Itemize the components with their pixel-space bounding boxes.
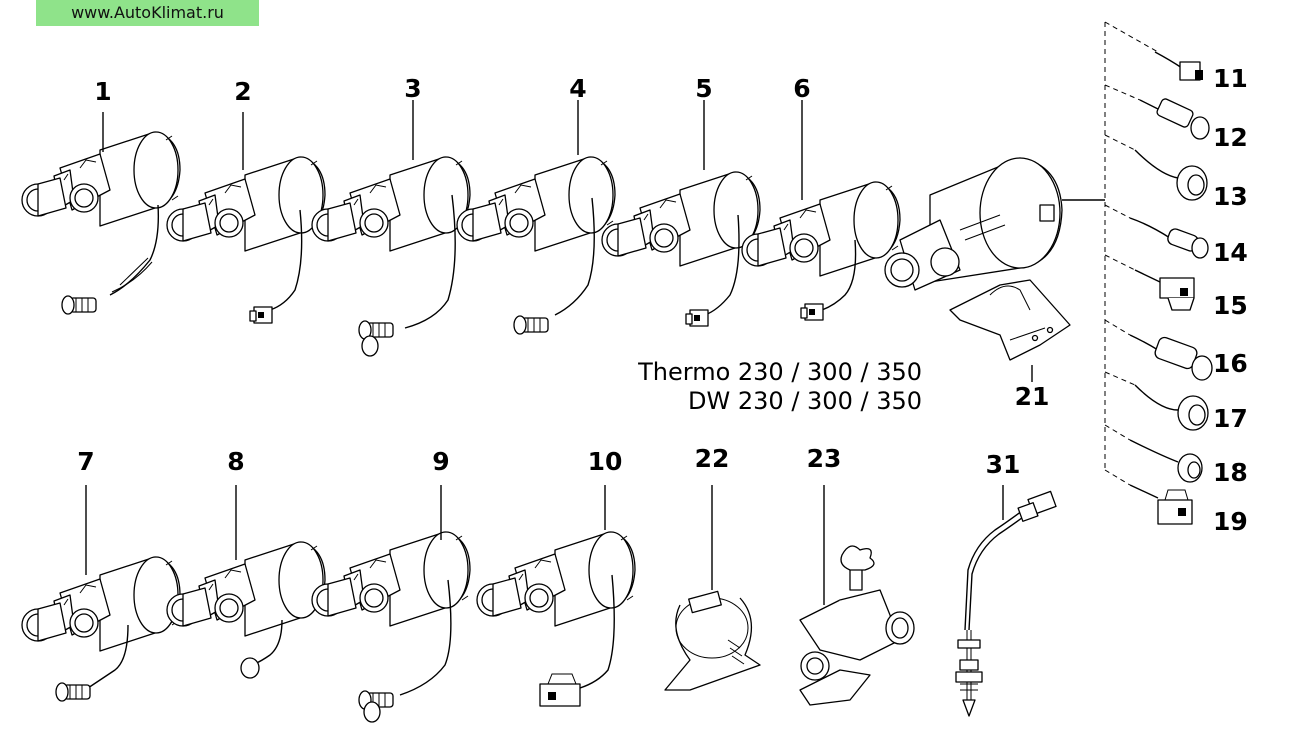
pump-2 xyxy=(166,156,326,324)
callout-21: 21 xyxy=(1015,382,1050,411)
callout-16: 16 xyxy=(1213,349,1248,378)
connector-19 xyxy=(1129,484,1193,525)
connector-17 xyxy=(1134,384,1209,431)
connector-15 xyxy=(1134,269,1195,311)
callout-5: 5 xyxy=(695,74,712,103)
pump-7 xyxy=(21,556,181,702)
connector-14 xyxy=(1129,217,1209,259)
callout-9: 9 xyxy=(432,447,449,476)
connector-12 xyxy=(1139,98,1210,140)
callout-10: 10 xyxy=(588,447,623,476)
pump-9 xyxy=(311,531,471,723)
callout-8: 8 xyxy=(227,447,244,476)
callout-18: 18 xyxy=(1213,458,1248,487)
callout-15: 15 xyxy=(1213,291,1248,320)
callout-1: 1 xyxy=(94,77,111,106)
callout-23: 23 xyxy=(807,444,842,473)
callout-6: 6 xyxy=(793,74,810,103)
pump-3 xyxy=(311,156,471,357)
callout-17: 17 xyxy=(1213,404,1248,433)
callout-2: 2 xyxy=(234,77,251,106)
callout-13: 13 xyxy=(1213,182,1248,211)
connector-11 xyxy=(1154,51,1203,81)
model-line-1: Thermo 230 / 300 / 350 xyxy=(637,358,922,386)
pump-8 xyxy=(166,541,326,679)
callout-4: 4 xyxy=(569,74,586,103)
clamp-22 xyxy=(664,590,761,691)
callout-22: 22 xyxy=(695,444,730,473)
model-line-2: DW 230 / 300 / 350 xyxy=(688,387,922,415)
sensor-31 xyxy=(955,490,1057,717)
watermark: www.AutoKlimat.ru xyxy=(36,0,259,26)
callout-11: 11 xyxy=(1213,64,1248,93)
pump-10 xyxy=(476,531,636,707)
connector-16 xyxy=(1129,334,1213,381)
callout-31: 31 xyxy=(986,450,1021,479)
large-pump xyxy=(884,157,1063,291)
connector-18 xyxy=(1129,439,1203,483)
pump-5 xyxy=(601,171,761,327)
callout-14: 14 xyxy=(1213,238,1248,267)
pump-1 xyxy=(21,131,181,315)
bracket-21 xyxy=(949,279,1071,361)
connector-13 xyxy=(1134,149,1208,201)
pump-6 xyxy=(741,181,901,321)
callout-3: 3 xyxy=(404,74,421,103)
callout-7: 7 xyxy=(77,447,94,476)
callout-19: 19 xyxy=(1213,507,1248,536)
callout-12: 12 xyxy=(1213,123,1248,152)
valve-23 xyxy=(799,545,915,706)
pump-4 xyxy=(456,156,616,335)
